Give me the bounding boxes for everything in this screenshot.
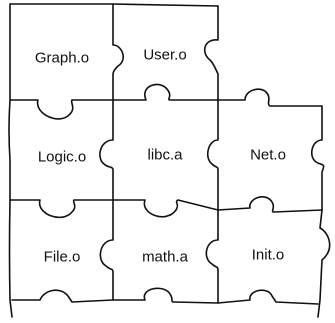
seam-col2-col3-row3 [205,209,219,304]
user-right-edge [203,5,219,101]
bottom-edge [11,287,319,305]
seam-col2-col3-row2 [206,99,219,211]
net-top-edge [217,88,323,107]
puzzle-outlines [8,3,331,318]
init-right-edge [317,209,331,318]
seam-col1-col2-row1 [112,3,124,101]
seam-col1-col2-row3 [99,199,114,301]
label-libc: libc.a [147,147,183,164]
label-init: Init.o [252,247,285,264]
label-graph: Graph.o [35,50,89,67]
seam-col1-col2-row2 [99,99,114,201]
top-edge [9,3,219,7]
left-edge [8,3,13,318]
seam-row1-row2 [9,83,219,120]
label-net: Net.o [250,147,286,164]
label-user: User.o [143,47,186,64]
label-math: math.a [142,249,189,266]
piece-labels: Graph.o User.o Logic.o libc.a Net.o File… [35,47,286,266]
net-right-edge [310,105,325,211]
label-logic: Logic.o [38,149,86,166]
label-file: File.o [44,249,81,266]
seam-row2-row3 [9,196,323,218]
